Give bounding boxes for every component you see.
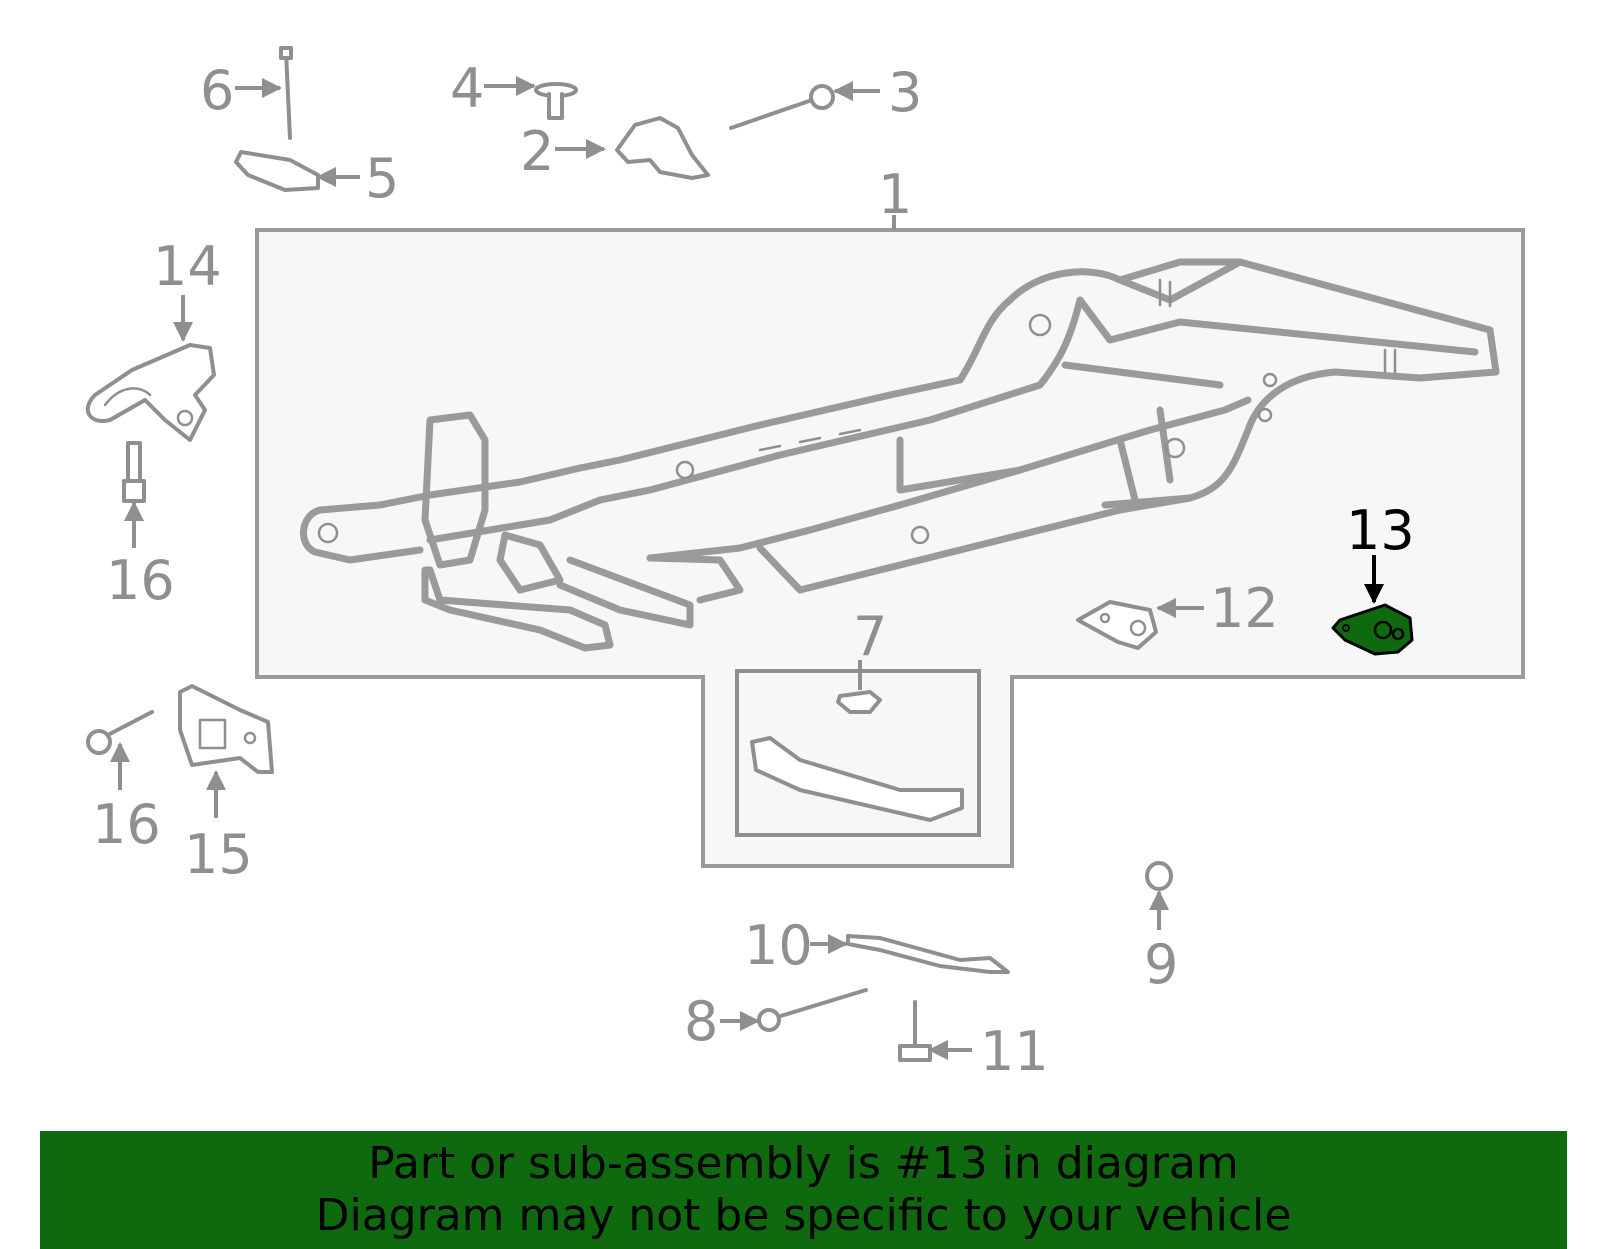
part-7-components	[750, 690, 964, 822]
part-3-bolt	[729, 84, 835, 130]
part-5-bracket	[234, 150, 320, 192]
part-8-bolt	[757, 988, 868, 1032]
callout-14: 14	[153, 235, 222, 298]
info-banner: Part or sub-assembly is #13 in diagram D…	[40, 1131, 1567, 1249]
callout-9: 9	[1144, 933, 1178, 996]
banner-line-2: Diagram may not be specific to your vehi…	[315, 1190, 1292, 1241]
part-9-bushing	[1145, 861, 1173, 891]
callout-6: 6	[200, 59, 234, 122]
part-12-bracket	[1076, 600, 1158, 650]
part-16-bolt-upper	[122, 441, 146, 503]
callout-10: 10	[744, 914, 813, 977]
callout-2: 2	[520, 120, 554, 183]
callout-13: 13	[1346, 499, 1415, 562]
part-4-pin	[534, 82, 578, 120]
banner-line-1: Part or sub-assembly is #13 in diagram	[368, 1138, 1239, 1189]
part-2-bracket	[615, 116, 710, 180]
callout-8: 8	[684, 990, 718, 1053]
callout-3: 3	[888, 61, 922, 124]
callout-16-lower: 16	[92, 793, 161, 856]
part-15-mount	[178, 684, 274, 774]
part-11-bolt	[898, 1000, 932, 1062]
callout-4: 4	[450, 57, 484, 120]
callout-15: 15	[184, 823, 253, 886]
assembly-panel	[255, 228, 1525, 868]
callout-11: 11	[980, 1020, 1049, 1083]
frame-assembly	[300, 258, 1500, 652]
callout-7: 7	[853, 605, 887, 668]
leader-lines	[110, 76, 1384, 1060]
part-10-plate	[846, 934, 1010, 974]
part-13-bracket-highlighted	[1331, 603, 1414, 656]
part-14-tow-hook	[85, 343, 216, 442]
callout-12: 12	[1210, 577, 1279, 640]
callout-5: 5	[365, 147, 399, 210]
callout-16-upper: 16	[106, 549, 175, 612]
callout-1: 1	[878, 163, 912, 226]
part-6-bolt	[279, 46, 293, 140]
